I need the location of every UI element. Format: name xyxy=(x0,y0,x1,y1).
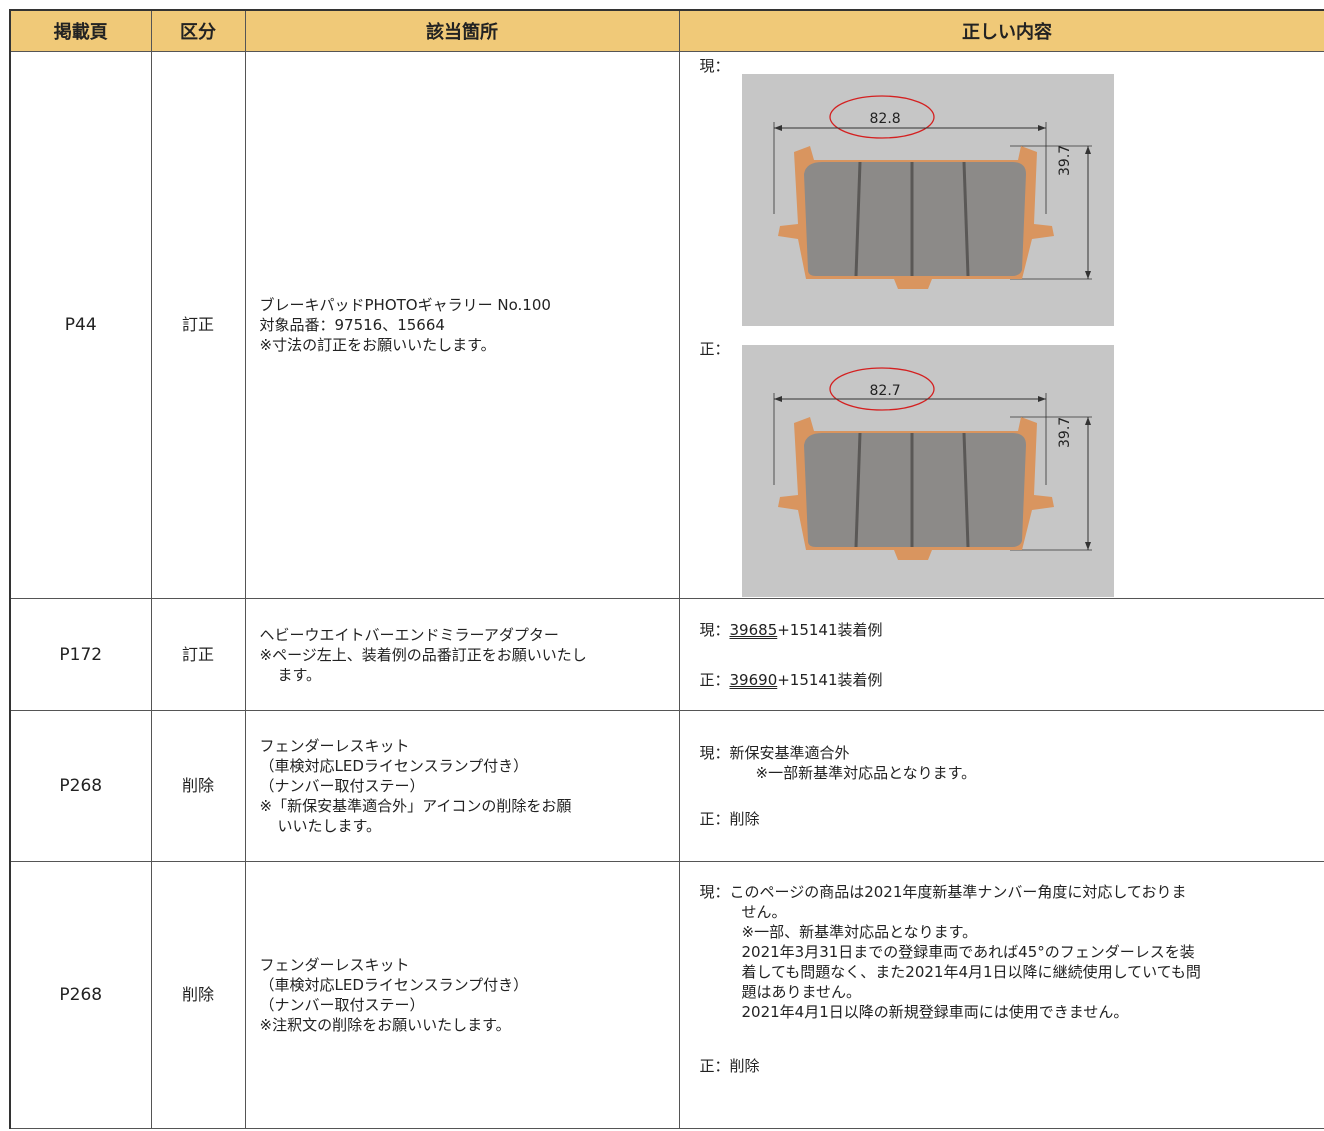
current-label: 現： xyxy=(699,57,730,75)
table-row: P172 訂正 ヘビーウエイトバーエンドミラーアダプター ※ページ左上、装着例の… xyxy=(9,598,1324,711)
location-cell: フェンダーレスキット （車検対応LEDライセンスランプ付き） （ナンバー取付ステ… xyxy=(244,710,680,862)
location-line: 対象品番：97516、15664 xyxy=(259,316,445,334)
table-row: P44 訂正 ブレーキパッドPHOTOギャラリー No.100 対象品番：975… xyxy=(9,51,1324,599)
header-row: 掲載頁 区分 該当箇所 正しい内容 xyxy=(9,9,1324,52)
location-line: ※「新保安基準適合外」アイコンの削除をお願 xyxy=(259,797,572,815)
header-kubun: 区分 xyxy=(150,9,246,52)
correct-part-number: 39690 xyxy=(729,670,778,689)
page-cell: P44 xyxy=(9,51,152,599)
kubun-cell: 訂正 xyxy=(150,51,246,599)
header-location: 該当箇所 xyxy=(244,9,680,52)
correct-label: 正： xyxy=(699,340,730,358)
current-label: 現： xyxy=(699,620,730,639)
content-cell: 現：このページの商品は2021年度新基準ナンバー角度に対応しておりま せん。 ※… xyxy=(678,861,1324,1129)
errata-table: 掲載頁 区分 該当箇所 正しい内容 P44 訂正 ブレーキパッドPHOTOギャラ… xyxy=(9,9,1324,1129)
location-line: いいたします。 xyxy=(277,817,382,835)
content-cell: 現：39685+15141装着例 正：39690+15141装着例 xyxy=(678,598,1324,711)
brake-pad-photo-correct xyxy=(741,345,1114,597)
kubun-cell: 削除 xyxy=(150,710,246,862)
location-line: ※ページ左上、装着例の品番訂正をお願いいたし xyxy=(259,645,587,664)
correct-rest: +15141装着例 xyxy=(777,670,883,689)
location-line: ※寸法の訂正をお願いいたします。 xyxy=(259,336,496,354)
table-row: P268 削除 フェンダーレスキット （車検対応LEDライセンスランプ付き） （… xyxy=(9,710,1324,862)
location-cell: ブレーキパッドPHOTOギャラリー No.100 対象品番：97516、1566… xyxy=(244,51,680,599)
current-line: 現：このページの商品は2021年度新基準ナンバー角度に対応しておりま xyxy=(699,883,1187,901)
table-row: P268 削除 フェンダーレスキット （車検対応LEDライセンスランプ付き） （… xyxy=(9,861,1324,1129)
kubun-cell: 削除 xyxy=(150,861,246,1129)
content-cell: 現： xyxy=(678,51,1324,599)
note-line: 着しても問題なく、また2021年4月1日以降に継続使用していても問 xyxy=(741,963,1201,981)
header-page: 掲載頁 xyxy=(9,9,152,52)
correct-line: 正：削除 xyxy=(699,1057,760,1075)
note-line: 2021年3月31日までの登録車両であれば45°のフェンダーレスを装 xyxy=(741,943,1195,961)
note-line: ※一部新基準対応品となります。 xyxy=(755,764,977,782)
location-line: フェンダーレスキット xyxy=(259,737,410,755)
height-dimension-current: 39.7 xyxy=(1056,144,1073,176)
page-cell: P268 xyxy=(9,861,152,1129)
current-line: 現：新保安基準適合外 xyxy=(699,744,850,762)
location-line: ※注釈文の削除をお願いいたします。 xyxy=(259,1016,511,1034)
kubun-cell: 訂正 xyxy=(150,598,246,711)
brake-pad-photo-current xyxy=(741,74,1114,326)
note-line: 題はありません。 xyxy=(741,983,862,1001)
location-line: ブレーキパッドPHOTOギャラリー No.100 xyxy=(259,296,551,314)
location-line: （ナンバー取付ステー） xyxy=(259,777,425,795)
width-dimension-correct: 82.7 xyxy=(869,383,901,399)
location-line: （車検対応LEDライセンスランプ付き） xyxy=(259,757,529,775)
correct-label: 正： xyxy=(699,670,730,689)
height-dimension-correct: 39.7 xyxy=(1056,416,1073,448)
current-part-number: 39685 xyxy=(729,620,778,639)
current-line: 現：39685+15141装着例 xyxy=(700,620,1324,640)
location-line: ヘビーウエイトバーエンドミラーアダプター xyxy=(259,625,559,644)
page-cell: P268 xyxy=(9,710,152,862)
location-line: （ナンバー取付ステー） xyxy=(259,996,425,1014)
current-line: せん。 xyxy=(741,903,787,921)
width-dimension-current: 82.8 xyxy=(869,111,901,127)
location-cell: ヘビーウエイトバーエンドミラーアダプター ※ページ左上、装着例の品番訂正をお願い… xyxy=(244,598,680,711)
note-line: ※一部、新基準対応品となります。 xyxy=(741,923,978,941)
correct-line: 正：39690+15141装着例 xyxy=(700,670,1324,690)
location-cell: フェンダーレスキット （車検対応LEDライセンスランプ付き） （ナンバー取付ステ… xyxy=(244,861,680,1129)
location-line: （車検対応LEDライセンスランプ付き） xyxy=(259,976,529,994)
current-rest: +15141装着例 xyxy=(777,620,883,639)
content-cell: 現：新保安基準適合外 ※一部新基準対応品となります。 正：削除 xyxy=(678,710,1324,862)
location-line: ます。 xyxy=(277,665,322,684)
note-line: 2021年4月1日以降の新規登録車両には使用できません。 xyxy=(741,1003,1129,1021)
page-cell: P172 xyxy=(9,598,152,711)
location-line: フェンダーレスキット xyxy=(259,956,410,974)
correct-line: 正：削除 xyxy=(699,810,760,828)
header-content: 正しい内容 xyxy=(678,9,1324,52)
